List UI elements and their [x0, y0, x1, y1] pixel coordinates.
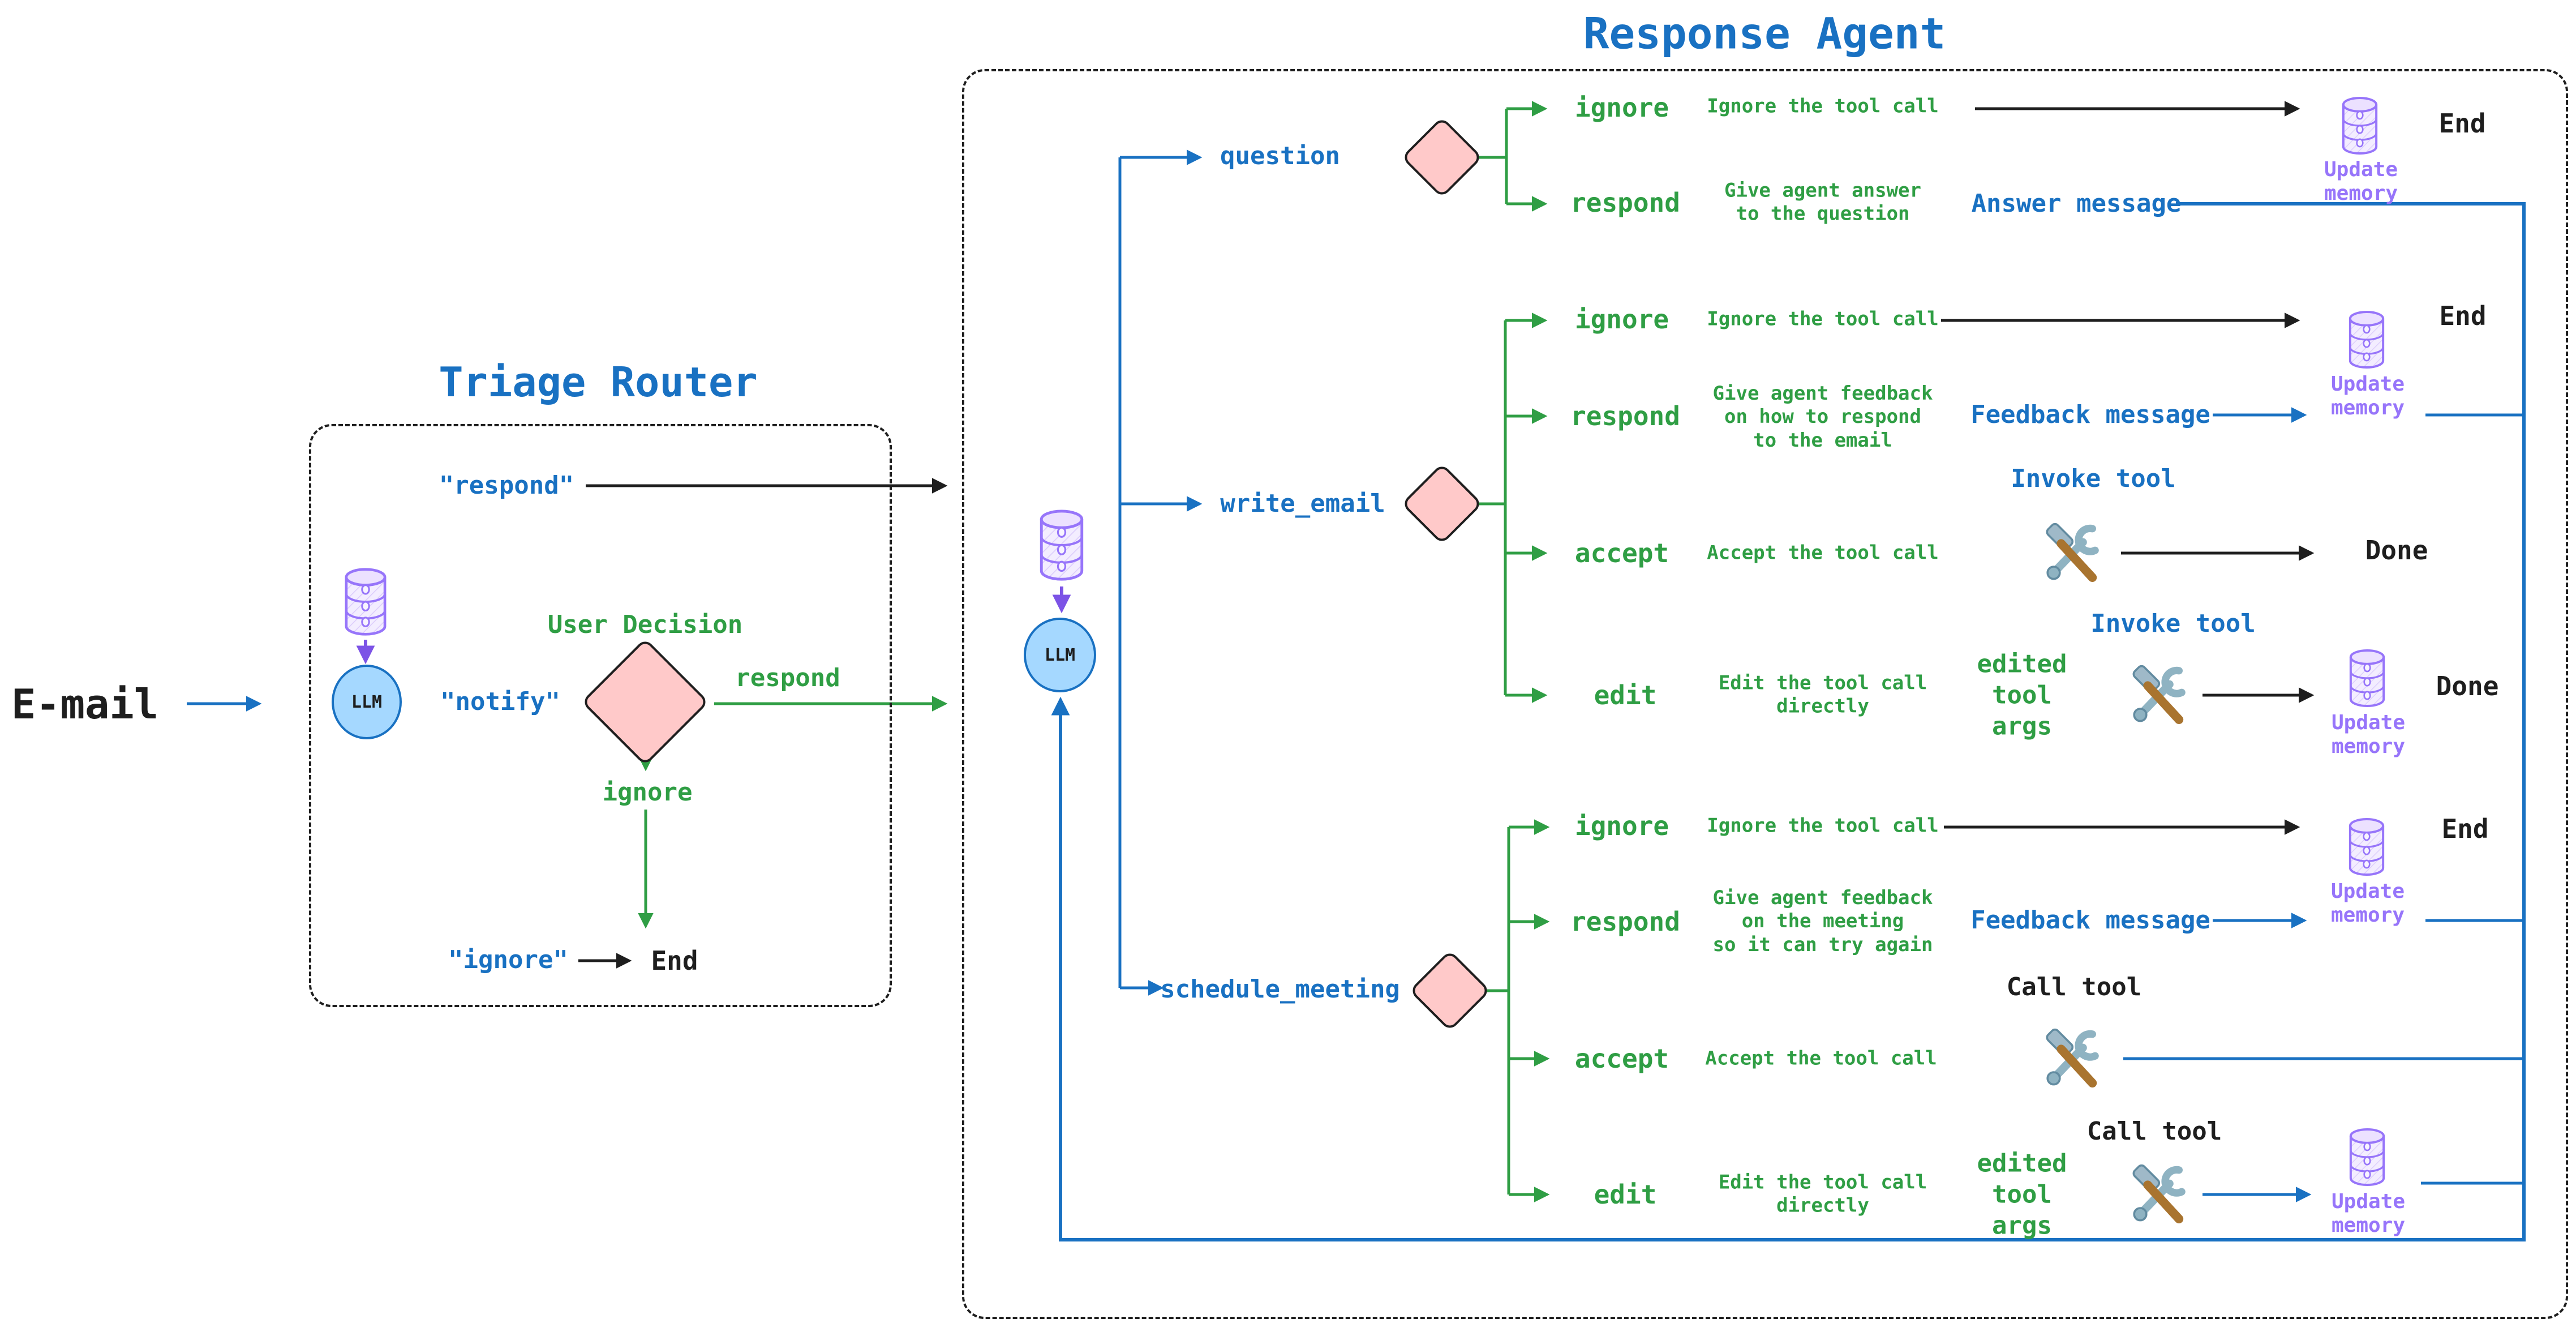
we-ignore-desc: Ignore the tool call: [1707, 307, 1939, 331]
triage-ignore-quoted-label: "ignore": [448, 945, 568, 975]
sm-edit-label: edit: [1594, 1179, 1657, 1210]
email-label: E-mail: [11, 680, 159, 729]
triage-notify-quoted-label: "notify": [440, 687, 560, 717]
user-decision-label: User Decision: [547, 610, 743, 640]
sm-update-memory-icon: [2349, 818, 2384, 876]
triage-router-box: [309, 424, 892, 1007]
we-edit-tools-icon: [2123, 661, 2191, 729]
sm-respond-label: respond: [1570, 906, 1680, 937]
we-accept-label: accept: [1574, 537, 1669, 568]
q-end-label: End: [2438, 108, 2486, 139]
we-edit-update-memory-label: Update memory: [2331, 710, 2406, 758]
we-accept-done-label: Done: [2365, 534, 2428, 566]
response-agent-title: Response Agent: [1583, 8, 1946, 59]
sm-respond-desc: Give agent feedback on the meeting so it…: [1712, 886, 1933, 956]
response-memory-database-icon: [1040, 510, 1083, 580]
schedule-meeting-branch-label: schedule_meeting: [1160, 975, 1400, 1004]
we-edit-update-memory-icon: [2350, 649, 2385, 707]
triage-respond-branch-label: respond: [735, 663, 840, 693]
we-invoke-tool-label: Invoke tool: [2011, 464, 2176, 494]
triage-llm-label: LLM: [351, 692, 383, 712]
we-edit-label: edit: [1594, 679, 1657, 710]
sm-ignore-desc: Ignore the tool call: [1707, 814, 1939, 837]
sm-accept-tools-icon: [2037, 1025, 2105, 1093]
feedback-loop-to-llm: [1051, 202, 2526, 1241]
triage-memory-database-icon: [345, 568, 386, 635]
we-respond-label: respond: [1570, 400, 1680, 431]
triage-llm-node: LLM: [332, 665, 402, 739]
triage-ignore-branch-label: ignore: [602, 778, 693, 807]
we-accept-desc: Accept the tool call: [1707, 541, 1939, 564]
sm-edit-desc: Edit the tool call directly: [1718, 1171, 1927, 1217]
we-invoke-tool-2-label: Invoke tool: [2090, 609, 2256, 639]
sm-accept-label: accept: [1574, 1043, 1669, 1074]
q-update-memory-label: Update memory: [2324, 157, 2398, 205]
response-llm-label: LLM: [1044, 645, 1076, 665]
sm-feedback-message-label: Feedback message: [1970, 906, 2210, 935]
we-accept-tools-icon: [2037, 519, 2105, 587]
we-update-memory-icon: [2349, 311, 2384, 369]
sm-edit-update-memory-icon: [2350, 1128, 2385, 1186]
we-end-label: End: [2439, 300, 2487, 331]
sm-ignore-label: ignore: [1574, 810, 1669, 841]
we-feedback-message-label: Feedback message: [1970, 400, 2210, 430]
we-edited-args-label: edited tool args: [1977, 649, 2067, 741]
q-respond-label: respond: [1570, 187, 1680, 218]
q-ignore-desc: Ignore the tool call: [1707, 95, 1939, 118]
q-update-memory-icon: [2342, 97, 2377, 155]
q-ignore-label: ignore: [1574, 92, 1669, 123]
sm-edit-tools-icon: [2123, 1161, 2191, 1228]
triage-router-title: Triage Router: [439, 358, 758, 406]
question-branch-label: question: [1220, 142, 1340, 171]
sm-update-memory-label: Update memory: [2330, 879, 2405, 927]
schedule-meeting-bracket: [1487, 827, 1510, 1194]
sm-edit-update-memory-label: Update memory: [2331, 1189, 2406, 1237]
triage-respond-quoted-label: "respond": [439, 471, 574, 500]
q-respond-desc: Give agent answer to the question: [1724, 179, 1921, 225]
response-agent-box: [962, 69, 2568, 1319]
we-respond-desc: Give agent feedback on how to respond to…: [1712, 382, 1933, 452]
answer-message-label: Answer message: [1971, 189, 2182, 219]
triage-end-label: End: [651, 945, 698, 976]
write-email-branch-label: write_email: [1220, 489, 1385, 519]
we-ignore-label: ignore: [1574, 303, 1669, 335]
sm-call-tool-label: Call tool: [2006, 973, 2142, 1002]
sm-end-label: End: [2441, 813, 2489, 844]
sm-edited-args-label: edited tool args: [1977, 1149, 2067, 1240]
sm-accept-desc: Accept the tool call: [1705, 1047, 1937, 1070]
response-llm-node: LLM: [1024, 618, 1096, 692]
we-edit-done-label: Done: [2436, 670, 2499, 701]
sm-call-tool-2-label: Call tool: [2086, 1117, 2222, 1146]
we-update-memory-label: Update memory: [2330, 372, 2405, 419]
we-edit-desc: Edit the tool call directly: [1718, 671, 1927, 718]
question-bracket: [1479, 109, 1508, 204]
write-email-bracket: [1479, 320, 1507, 695]
